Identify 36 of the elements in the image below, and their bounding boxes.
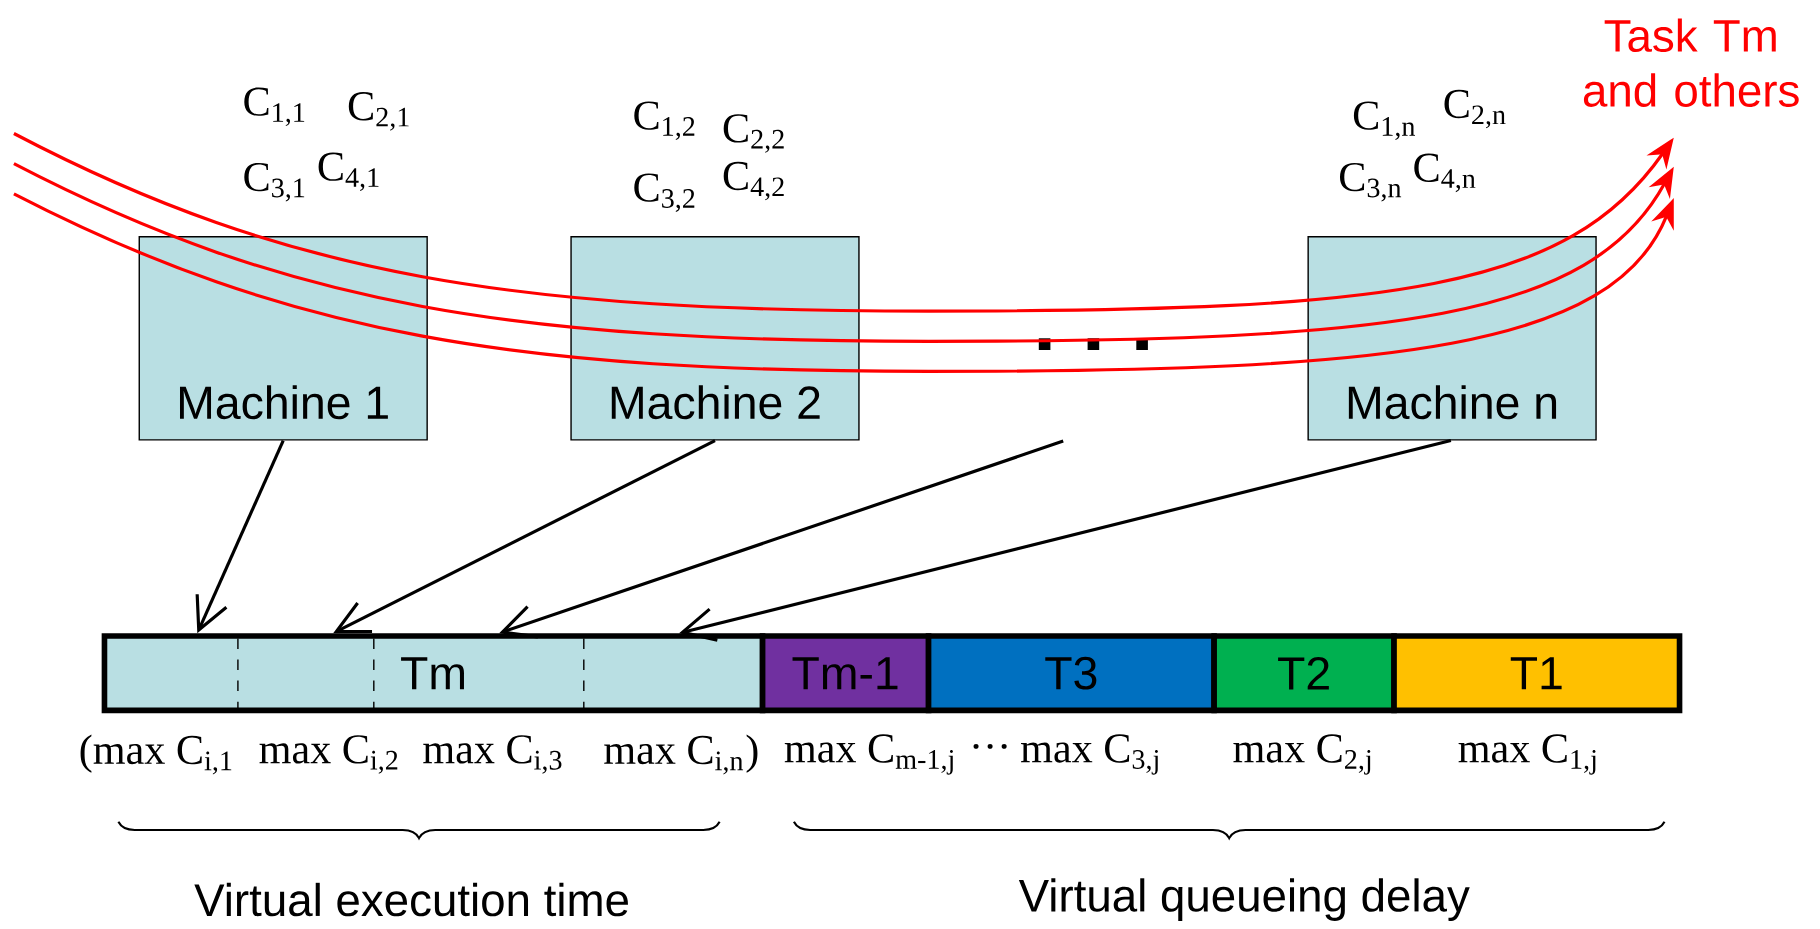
value-label: max C$_{3,j}$ <box>1021 734 1158 775</box>
task-segment: Tm <box>101 633 766 714</box>
arrow <box>333 439 716 634</box>
task-segment: T2 <box>1211 633 1397 714</box>
value-label: max C$_{1,j}$ <box>1458 734 1596 775</box>
symbol-label: C$_{3,n}$ <box>1340 162 1402 202</box>
symbol-label: C$_{2,2}$ <box>723 114 784 153</box>
arrow <box>195 439 285 634</box>
arrow <box>499 439 1064 639</box>
symbol-label: C$_{3,2}$ <box>634 173 695 212</box>
symbol-label: C$_{1,2}$ <box>634 101 695 140</box>
flow-arrow <box>13 192 1674 373</box>
task-segment: T3 <box>925 633 1217 714</box>
value-label: max C$_{m-1,j}$ <box>784 734 953 775</box>
flow-arrow <box>13 162 1674 343</box>
symbol-label: C$_{1,n}$ <box>1353 101 1415 140</box>
ellipsis-dots <box>1038 338 1148 350</box>
arrow <box>679 439 1452 642</box>
symbol-label: C$_{2,1}$ <box>348 92 409 131</box>
symbol-label: C$_{4,n}$ <box>1414 153 1476 193</box>
machine-box: Machine 2 <box>570 236 860 441</box>
task-label: Task Tm and others <box>1583 18 1799 107</box>
symbol-label: C$_{3,1}$ <box>244 162 305 202</box>
task-segment: Tm-1 <box>759 633 932 714</box>
symbol-label: C$_{4,2}$ <box>723 161 784 201</box>
symbol-label: C$_{4,1}$ <box>318 152 379 192</box>
brace-label: Virtual queueing delay <box>1018 878 1470 921</box>
value-label: ··· <box>973 743 1007 749</box>
machine-box: Machine n <box>1307 236 1597 441</box>
value-label: max C$_{i,n}$) <box>604 734 758 775</box>
machine-box: Machine 1 <box>138 236 428 441</box>
symbol-label: C$_{1,1}$ <box>244 87 305 127</box>
symbol-label: C$_{2,n}$ <box>1444 89 1506 129</box>
task-segment: T1 <box>1391 633 1683 714</box>
brace-label: Virtual execution time <box>194 882 628 917</box>
value-label: max C$_{2,j}$ <box>1233 734 1371 775</box>
